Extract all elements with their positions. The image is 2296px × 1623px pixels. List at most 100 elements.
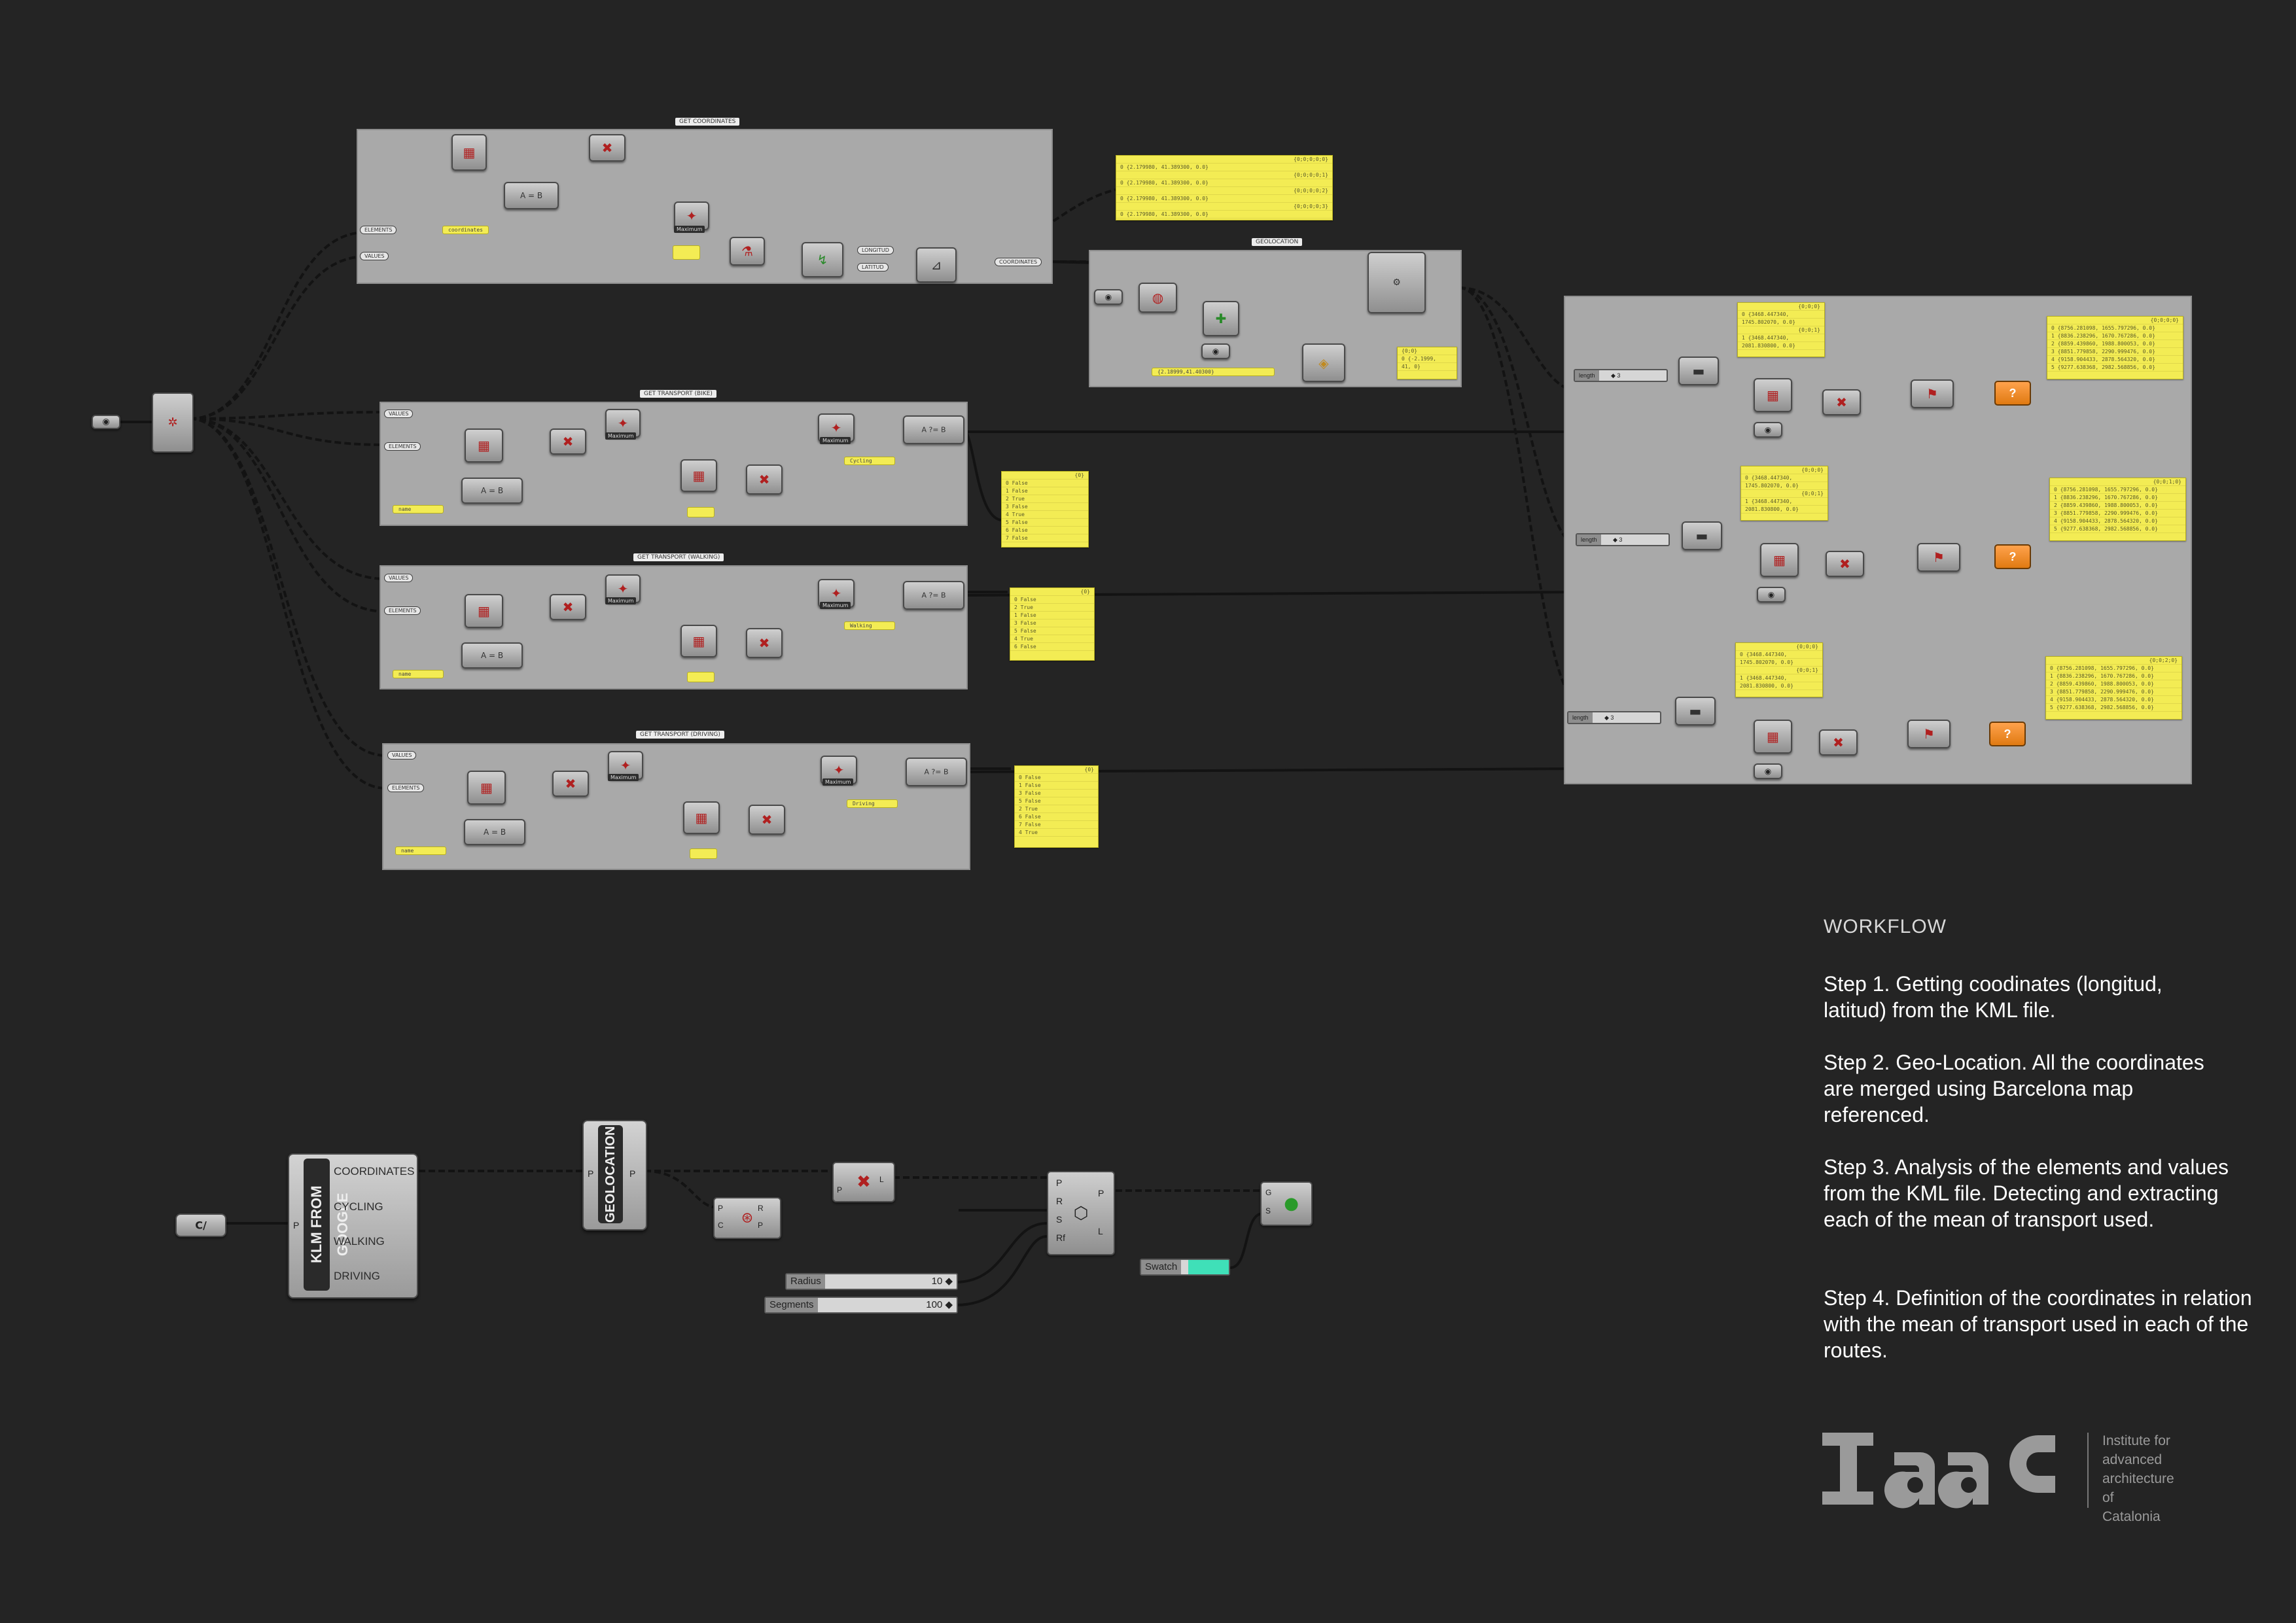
separator-panel[interactable] bbox=[673, 245, 700, 260]
walking-list-item-2[interactable]: ▦ bbox=[680, 625, 717, 657]
route1-point-panel[interactable]: {0;0;0} 0 {3468.447340, 1745.802070, 0.0… bbox=[1737, 302, 1825, 357]
geo-file-param[interactable]: ◉ bbox=[1094, 289, 1123, 305]
walking-values-param[interactable]: VALUES bbox=[384, 574, 414, 582]
route3-cull[interactable]: ✖ bbox=[1819, 729, 1858, 756]
driving-match-text[interactable]: A ?= B bbox=[906, 758, 967, 786]
route3-length-slider[interactable]: length ◆ 3 bbox=[1567, 711, 1661, 724]
walking-elements-param[interactable]: ELEMENTS bbox=[384, 606, 421, 615]
kml-parser-component[interactable]: ✲ bbox=[152, 393, 194, 453]
driving-bool-panel[interactable]: {0} 0 False 1 False 3 False 5 False 2 Tr… bbox=[1014, 765, 1099, 848]
driving-elements-param[interactable]: ELEMENTS bbox=[387, 784, 425, 792]
bike-name-panel[interactable]: name bbox=[393, 505, 444, 514]
values-param[interactable]: VALUES bbox=[360, 252, 389, 260]
walking-name-panel[interactable]: name bbox=[393, 670, 444, 678]
route1-move[interactable]: ⚑ bbox=[1911, 379, 1954, 408]
driving-values-param[interactable]: VALUES bbox=[387, 751, 417, 759]
driving-cull-2[interactable]: ✖ bbox=[749, 805, 785, 835]
swatch-param[interactable]: Swatch bbox=[1140, 1259, 1230, 1276]
bike-list-item[interactable]: ▦ bbox=[465, 428, 503, 462]
driving-equality[interactable]: A = B bbox=[464, 819, 525, 845]
bottom-file-path-param[interactable]: C/ bbox=[175, 1213, 226, 1237]
walking-cull-2[interactable]: ✖ bbox=[746, 628, 783, 658]
route3-subset[interactable]: ▬ bbox=[1675, 697, 1716, 725]
driving-index-panel[interactable] bbox=[690, 848, 717, 859]
radius-slider[interactable]: Radius 10 ◆ bbox=[785, 1273, 958, 1290]
geo-output-panel[interactable]: {0;0} 0 {-2.1999, 41, 0} bbox=[1397, 347, 1457, 379]
route1-list-item[interactable]: ▦ bbox=[1754, 378, 1792, 412]
bike-values-param[interactable]: VALUES bbox=[384, 410, 414, 418]
route3-point-param[interactable]: ◉ bbox=[1754, 763, 1782, 779]
route3-output-panel[interactable]: {0;0;2;0} 0 {8756.281098, 1655.797296, 0… bbox=[2045, 656, 2182, 720]
equality-component[interactable]: A = B bbox=[504, 182, 559, 209]
coordinates-panel[interactable]: {0;0;0;0;0} 0 {2.179980, 41.389300, 0.0}… bbox=[1116, 155, 1333, 220]
route2-subset[interactable]: ▬ bbox=[1682, 521, 1722, 550]
coordinates-param[interactable]: COORDINATES bbox=[995, 258, 1042, 266]
geolocation-script-component[interactable]: ⚙ bbox=[1368, 252, 1426, 313]
route3-point-panel[interactable]: {0;0;0} 0 {3468.447340, 1745.802070, 0.0… bbox=[1735, 642, 1823, 697]
cull-pattern-component[interactable]: ✖ bbox=[589, 134, 626, 162]
walking-equality[interactable]: A = B bbox=[461, 642, 523, 669]
driving-list-item[interactable]: ▦ bbox=[467, 771, 506, 805]
route3-list-item[interactable]: ▦ bbox=[1754, 720, 1792, 754]
route1-cull[interactable]: ✖ bbox=[1822, 389, 1861, 415]
remap-component[interactable]: ◈ bbox=[1302, 343, 1345, 382]
walking-walking-panel[interactable]: Walking bbox=[844, 621, 895, 630]
route2-output-panel[interactable]: {0;0;1;0} 0 {8756.281098, 1655.797296, 0… bbox=[2049, 478, 2186, 541]
route1-subset[interactable]: ▬ bbox=[1678, 357, 1719, 385]
longitud-param[interactable]: LONGITUD bbox=[857, 246, 894, 254]
bike-cycling-panel[interactable]: Cycling bbox=[844, 457, 895, 465]
walking-bool-panel[interactable]: {0} 0 False 2 True 1 False 3 False 5 Fal… bbox=[1010, 587, 1095, 661]
split-list-component[interactable]: ↯ bbox=[802, 242, 843, 277]
driving-cull[interactable]: ✖ bbox=[552, 771, 589, 797]
bike-bool-panel[interactable]: {0} 0 False 1 False 2 True 3 False 4 Tru… bbox=[1001, 471, 1089, 548]
geo-input-panel[interactable]: {2.18999,41.40300} bbox=[1152, 368, 1275, 376]
bike-equality[interactable]: A = B bbox=[461, 478, 523, 504]
geo-point-param[interactable]: ◉ bbox=[1201, 343, 1230, 359]
elements-param[interactable]: ELEMENTS bbox=[360, 226, 397, 234]
route2-list-item[interactable]: ▦ bbox=[1760, 543, 1799, 577]
walking-index-panel[interactable] bbox=[687, 672, 715, 682]
driving-driving-panel[interactable]: Driving bbox=[847, 799, 898, 808]
polygon-component[interactable]: P R S Rf P L ⬡ bbox=[1047, 1171, 1115, 1255]
route3-python-component[interactable]: ? bbox=[1989, 722, 2026, 746]
route1-python-component[interactable]: ? bbox=[1994, 381, 2031, 406]
route2-move[interactable]: ⚑ bbox=[1917, 543, 1960, 572]
bike-maximum-tag: Maximum bbox=[605, 432, 637, 440]
walking-match-text[interactable]: A ?= B bbox=[903, 581, 964, 610]
walking-list-item[interactable]: ▦ bbox=[465, 594, 503, 628]
route1-length-slider[interactable]: length ◆ 3 bbox=[1574, 369, 1668, 382]
import-image-component[interactable]: ◍ bbox=[1139, 283, 1177, 313]
bike-cull[interactable]: ✖ bbox=[550, 428, 586, 455]
klm-from-google-component[interactable]: P KLM FROM GOOGLE COORDINATES CYCLING WA… bbox=[288, 1153, 418, 1299]
bounds-component[interactable]: ✚ bbox=[1203, 301, 1239, 336]
route2-python-component[interactable]: ? bbox=[1994, 544, 2031, 569]
route2-length-slider[interactable]: length ◆ 3 bbox=[1576, 533, 1670, 546]
list-item-component[interactable]: ▦ bbox=[451, 134, 487, 171]
walking-cull[interactable]: ✖ bbox=[550, 594, 586, 620]
custom-preview-component[interactable]: G S ● bbox=[1260, 1181, 1313, 1226]
latitud-param[interactable]: LATITUD bbox=[857, 263, 889, 271]
pull-point-component[interactable]: P C R P ⊛ bbox=[713, 1197, 781, 1239]
bike-elements-param[interactable]: ELEMENTS bbox=[384, 442, 421, 451]
driving-list-item-2[interactable]: ▦ bbox=[683, 801, 720, 834]
route2-point-param[interactable]: ◉ bbox=[1757, 587, 1786, 602]
substring-component[interactable]: ⚗ bbox=[730, 237, 765, 266]
bike-match-text[interactable]: A ?= B bbox=[903, 415, 964, 444]
text-split-component[interactable]: ✦ bbox=[674, 201, 709, 230]
bike-cull-2[interactable]: ✖ bbox=[746, 464, 783, 495]
route3-move[interactable]: ⚑ bbox=[1907, 720, 1951, 748]
bike-index-panel[interactable] bbox=[687, 507, 715, 517]
geolocation-component[interactable]: P GEOLOCATION P bbox=[582, 1120, 647, 1230]
construct-point-component[interactable]: ⊿ bbox=[916, 247, 957, 283]
cull-points-component[interactable]: P L ✖ bbox=[832, 1162, 895, 1202]
driving-name-panel[interactable]: name bbox=[395, 846, 446, 855]
route2-point-panel[interactable]: {0;0;0} 0 {3468.447340, 1745.802070, 0.0… bbox=[1740, 466, 1828, 521]
coordinates-label-panel[interactable]: coordinates bbox=[442, 226, 489, 234]
route1-output-panel[interactable]: {0;0;0;0} 0 {8756.281098, 1655.797296, 0… bbox=[2047, 316, 2183, 379]
swatch-color[interactable] bbox=[1188, 1260, 1229, 1274]
file-path-param[interactable]: ◉ bbox=[92, 415, 120, 429]
segments-slider[interactable]: Segments 100 ◆ bbox=[764, 1297, 958, 1314]
bike-list-item-2[interactable]: ▦ bbox=[680, 459, 717, 492]
route2-cull[interactable]: ✖ bbox=[1826, 551, 1864, 577]
route1-point-param[interactable]: ◉ bbox=[1754, 422, 1782, 438]
